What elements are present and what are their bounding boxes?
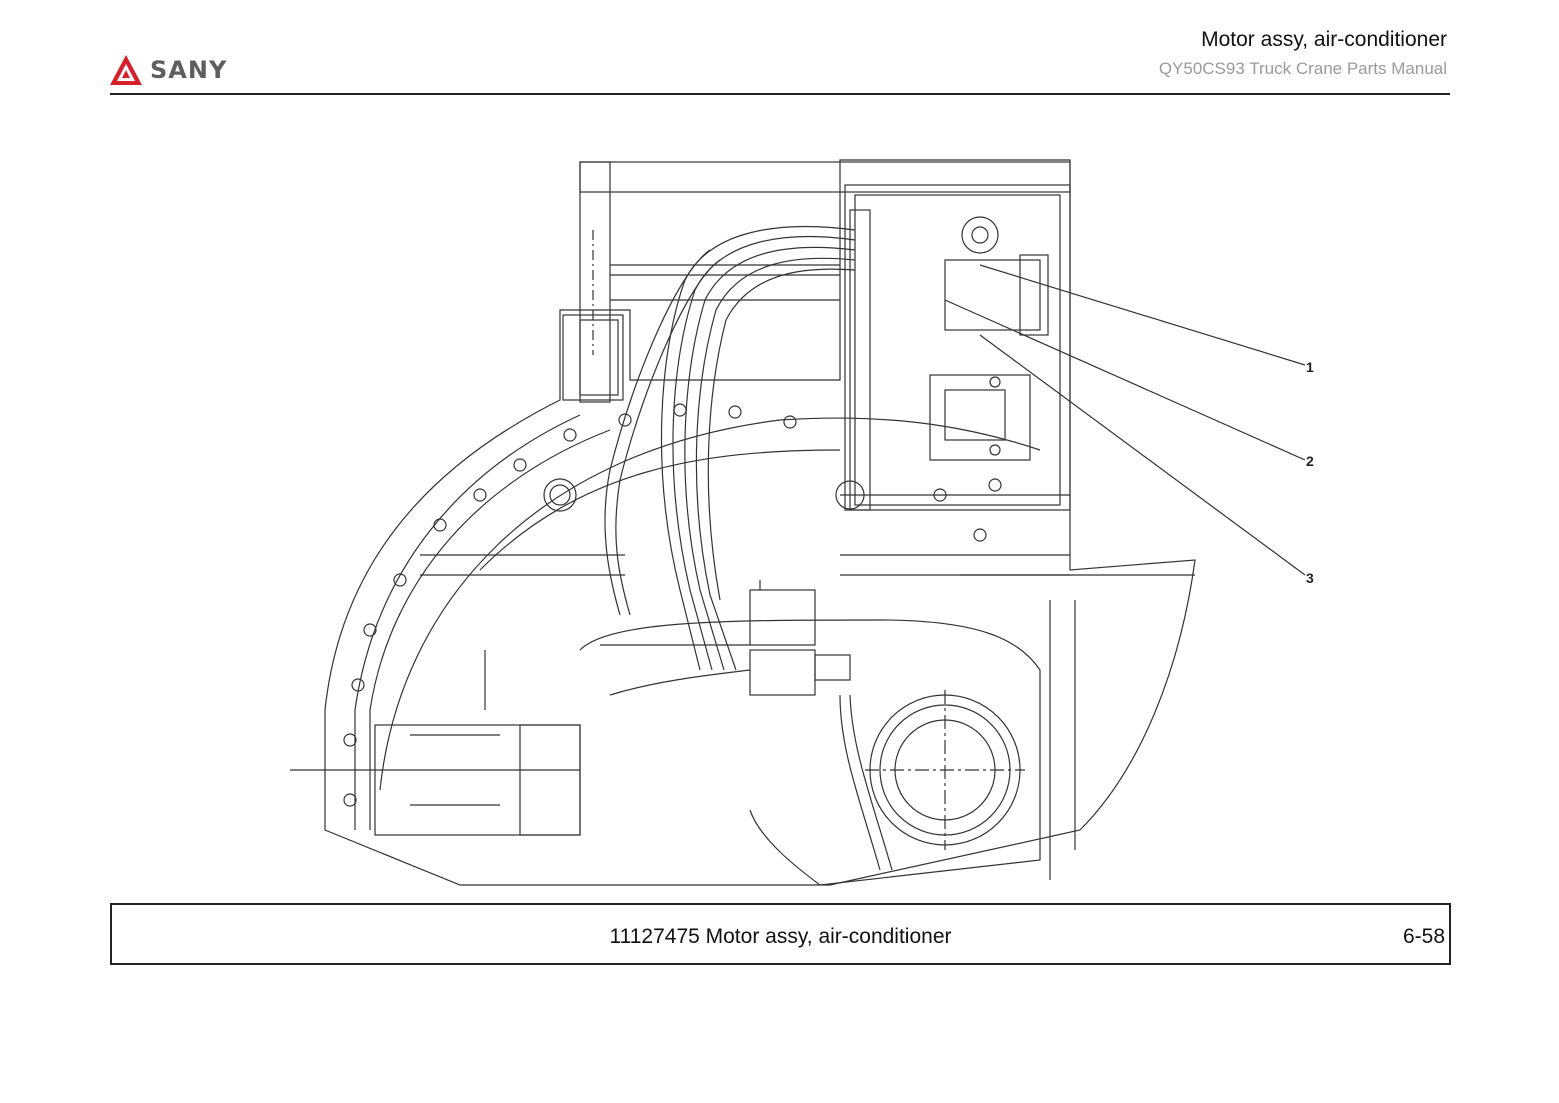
callout-2: 2 xyxy=(1306,453,1314,469)
logo-text: SANY xyxy=(150,56,228,84)
bolt-arc xyxy=(379,417,1041,791)
sany-logo: SANY xyxy=(108,52,227,88)
leader-line-1 xyxy=(979,264,1306,366)
housing-inner-arc xyxy=(369,429,611,830)
lower-body xyxy=(579,619,1041,886)
page-title: Motor assy, air-conditioner xyxy=(1201,28,1447,51)
housing-outline xyxy=(324,159,1196,886)
page-subtitle: QY50CS93 Truck Crane Parts Manual xyxy=(1158,59,1447,78)
upper-frame xyxy=(579,161,1071,193)
leader-line-2 xyxy=(944,299,1306,461)
sany-logo-icon xyxy=(110,55,142,85)
valve-block xyxy=(749,589,816,646)
callout-1: 1 xyxy=(1306,359,1314,375)
leader-line-3 xyxy=(979,334,1306,576)
cylinder-block xyxy=(374,724,581,836)
caption-text: 11127475 Motor assy, air-conditioner xyxy=(609,925,952,948)
bracket xyxy=(929,374,1031,461)
page-number: 6-58 xyxy=(1402,925,1445,948)
header-divider xyxy=(110,93,1450,95)
parts-drawing xyxy=(290,159,1306,886)
compressor xyxy=(944,259,1041,331)
caption-box: 11127475 Motor assy, air-conditioner 6-5… xyxy=(110,903,1451,965)
ac-unit-box xyxy=(844,184,1071,511)
callout-3: 3 xyxy=(1306,570,1314,586)
hose-bundle xyxy=(660,225,856,671)
